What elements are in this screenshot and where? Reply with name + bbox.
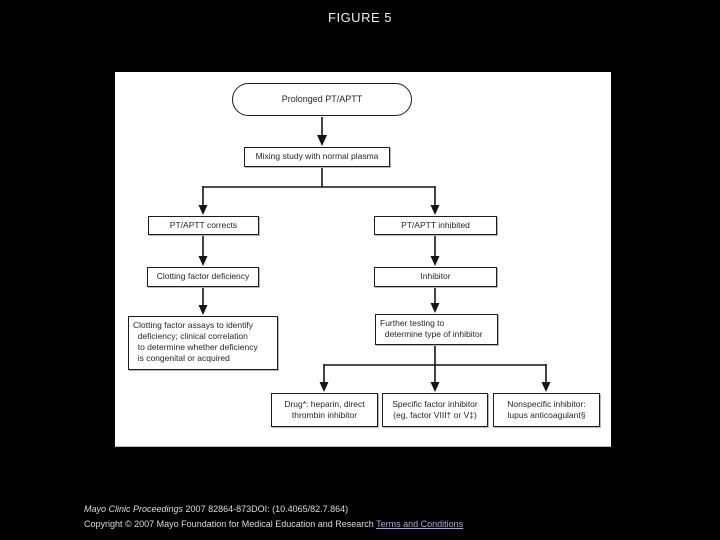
copyright-text: Copyright © 2007 Mayo Foundation for Med… — [84, 519, 377, 529]
flowchart-canvas: Prolonged PT/APTT Mixing study with norm… — [115, 72, 611, 447]
arrowhead-icon — [430, 205, 440, 215]
node-clotting-factor-deficiency: Clotting factor deficiency — [147, 267, 259, 287]
node-further-testing: Further testing to determine type of inh… — [375, 314, 498, 345]
arrowhead-icon — [541, 382, 551, 392]
node-clotting-factor-assays: Clotting factor assays to identify defic… — [128, 316, 278, 370]
citation-line: Mayo Clinic Proceedings 2007 82864-873DO… — [84, 504, 463, 514]
node-drug-heparin: Drug*: heparin, direct thrombin inhibito… — [271, 393, 378, 427]
arrowhead-icon — [317, 135, 327, 146]
copyright-line: Copyright © 2007 Mayo Foundation for Med… — [84, 519, 463, 529]
arrowhead-icon — [430, 382, 440, 392]
terms-and-conditions-link[interactable]: Terms and Conditions — [376, 519, 464, 529]
arrowhead-icon — [198, 256, 208, 266]
flowchart-connectors — [198, 117, 551, 392]
node-prolonged-pt-aptt: Prolonged PT/APTT — [232, 83, 412, 116]
node-nonspecific-inhibitor: Nonspecific inhibitor: lupus anticoagula… — [493, 393, 600, 427]
node-mixing-study: Mixing study with normal plasma — [244, 147, 390, 167]
page-title: FIGURE 5 — [328, 10, 392, 25]
citation-footer: Mayo Clinic Proceedings 2007 82864-873DO… — [84, 504, 463, 534]
arrowhead-icon — [198, 205, 208, 215]
citation-details: 2007 82864-873DOI: (10.4065/82.7.864) — [183, 504, 349, 514]
node-inhibitor: Inhibitor — [374, 267, 497, 287]
arrowhead-icon — [430, 256, 440, 266]
node-specific-factor-inhibitor: Specific factor inhibitor (eg, factor VI… — [382, 393, 488, 427]
node-pt-aptt-inhibited: PT/APTT inhibited — [374, 216, 497, 235]
journal-name: Mayo Clinic Proceedings — [84, 504, 184, 514]
arrowhead-icon — [198, 305, 208, 315]
arrowhead-icon — [430, 303, 440, 313]
node-pt-aptt-corrects: PT/APTT corrects — [148, 216, 259, 235]
arrowhead-icon — [319, 382, 329, 392]
